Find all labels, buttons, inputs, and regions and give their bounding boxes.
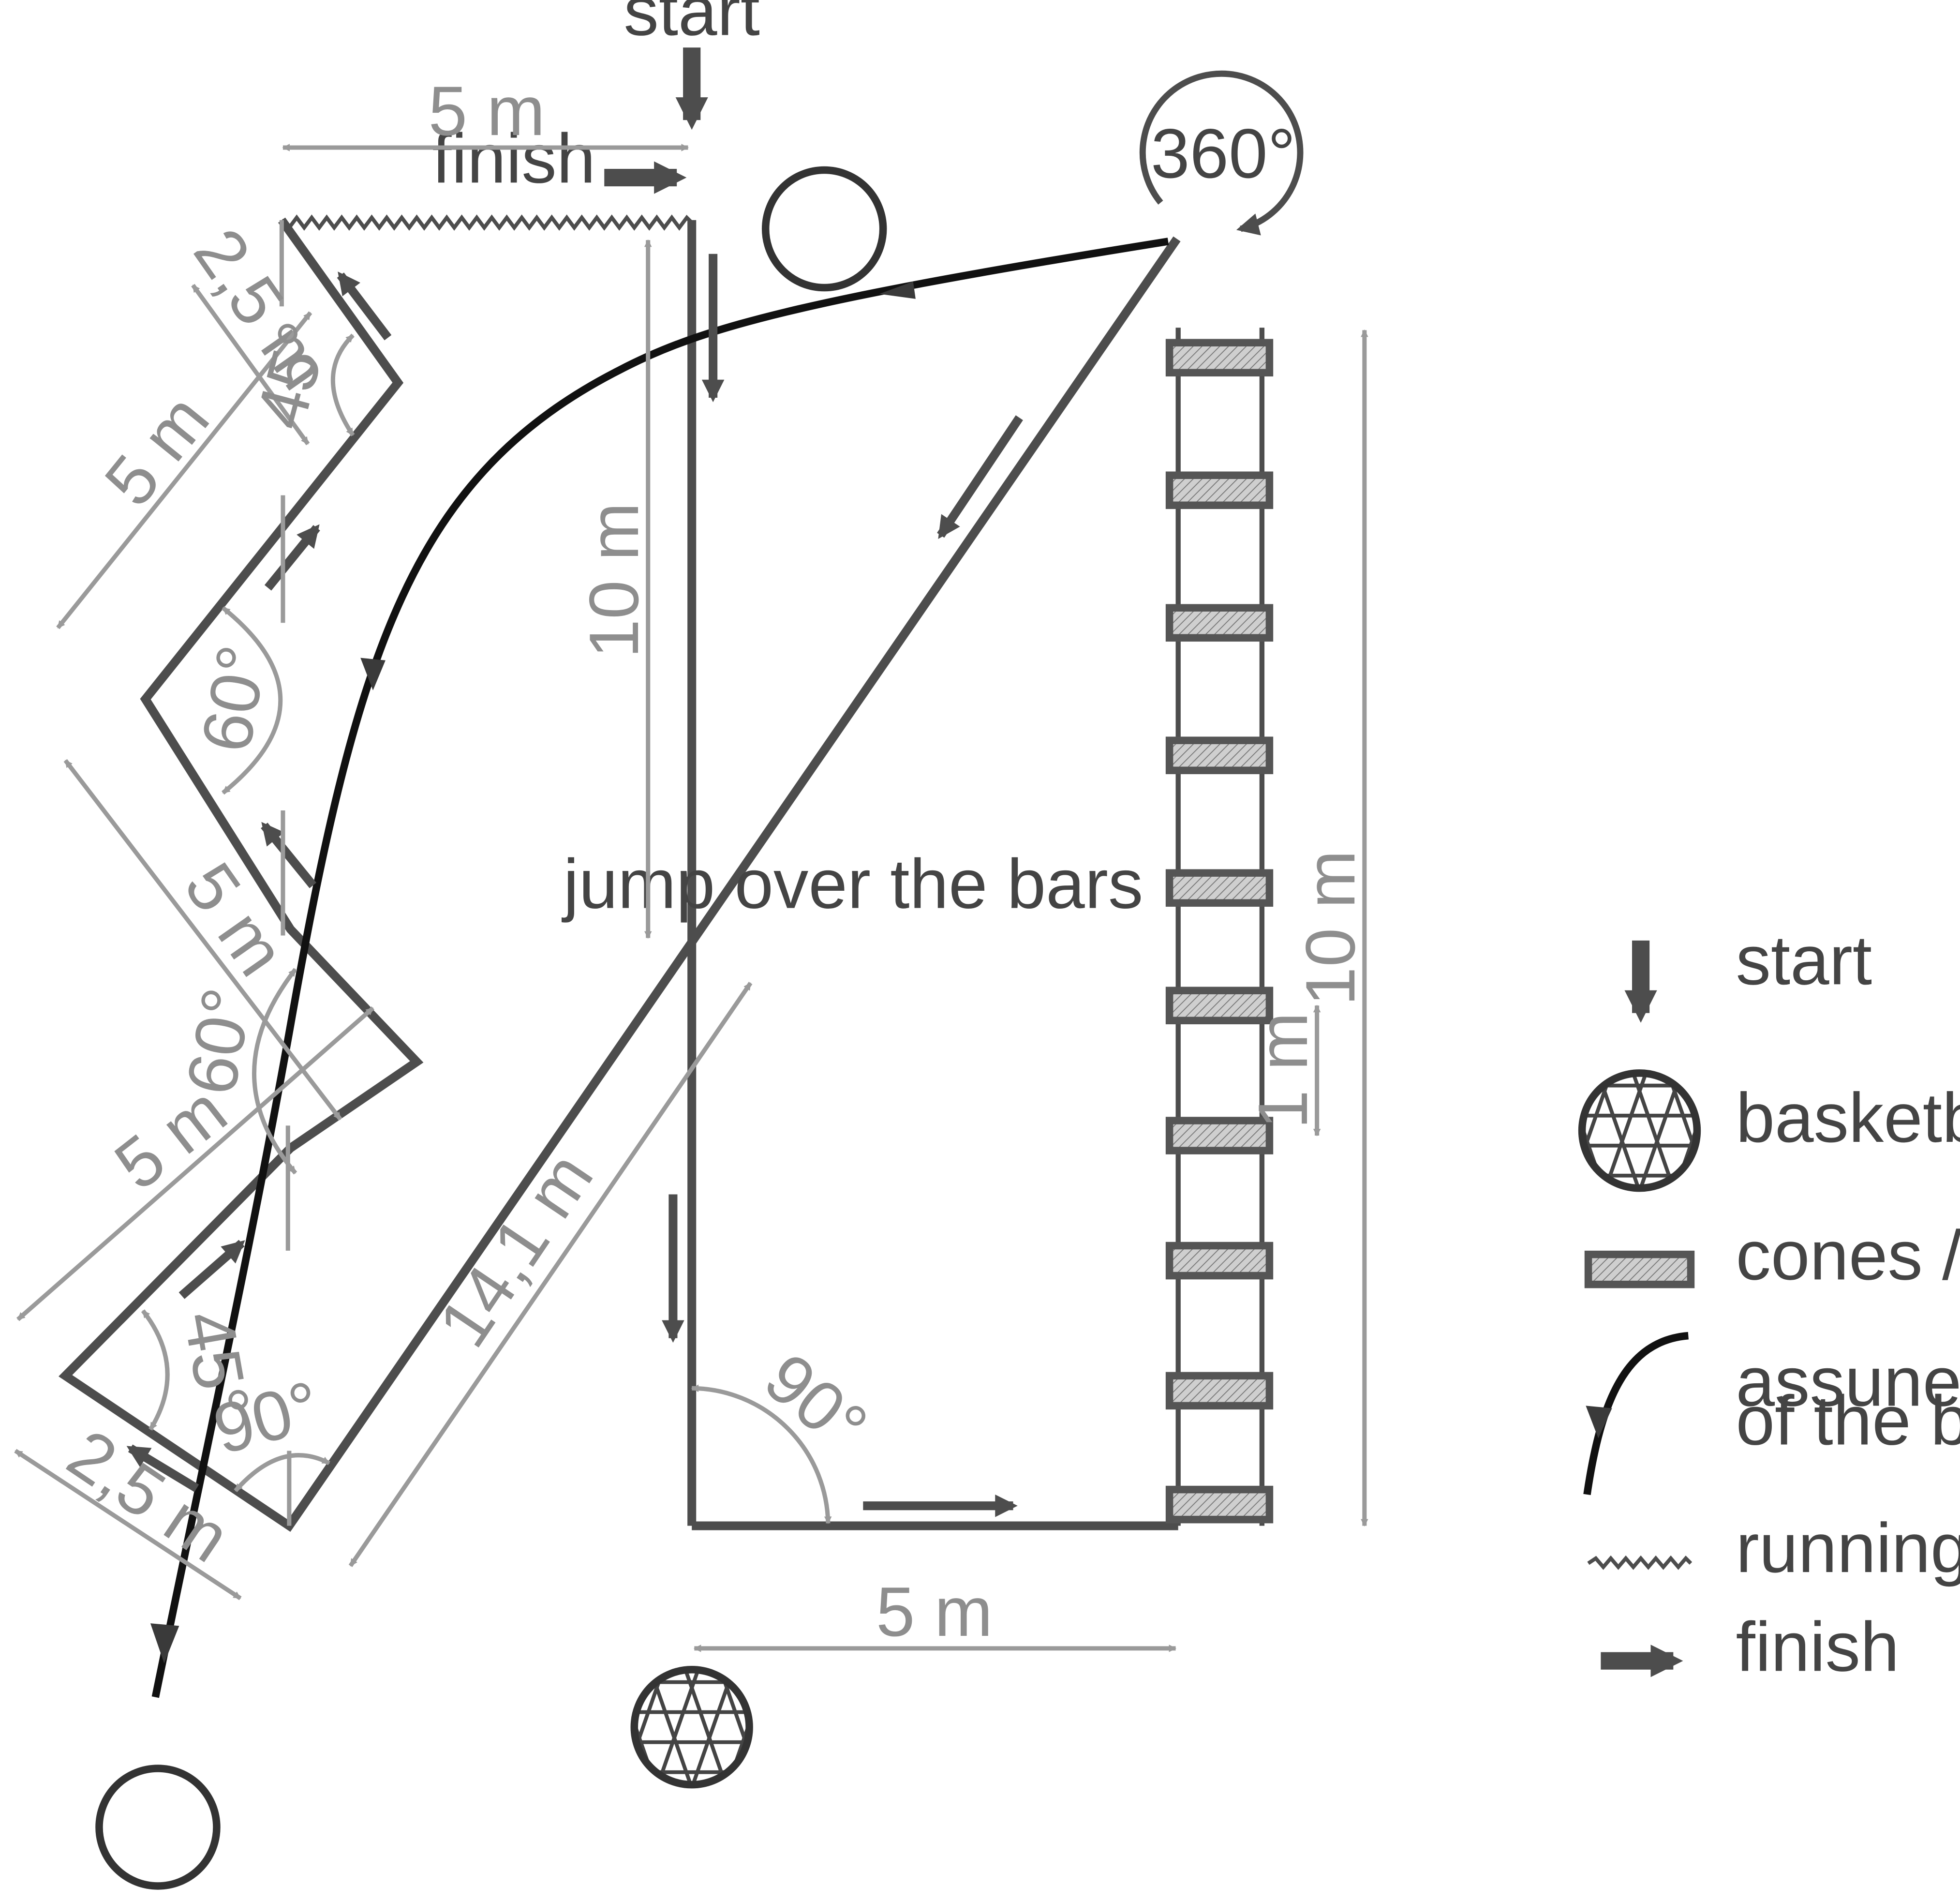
cone-bar [1165, 1242, 1274, 1280]
angle-label: 90° [750, 1338, 882, 1467]
trajectory-icon [1583, 1332, 1689, 1496]
legend-label: start [1736, 921, 1872, 999]
dimension-line [348, 982, 753, 1567]
dimension-line [14, 1449, 242, 1601]
cone-bar [1165, 1372, 1274, 1410]
cone-circle-top [761, 166, 887, 292]
angle-arc [252, 968, 297, 1175]
running-backward-zigzag [280, 214, 693, 231]
angle-label: 60° [171, 982, 267, 1100]
angle-arc [222, 606, 283, 795]
angle-arc [330, 333, 355, 437]
cone-bar [1165, 604, 1274, 642]
zigzag-icon [1587, 1555, 1693, 1570]
cone-bar [1165, 339, 1274, 377]
dimension-label: 5 m [876, 1572, 993, 1651]
dimension-label: 1 m [1244, 1012, 1322, 1129]
legend-label: running backward [1736, 1509, 1960, 1587]
cone-bar [1165, 869, 1274, 907]
angle-arc [691, 1384, 832, 1524]
angle-arc [141, 1309, 170, 1431]
trajectory-arrowhead-mid [360, 658, 386, 690]
legend-label: finish [1736, 1607, 1900, 1686]
angle-label: 45° [169, 1305, 265, 1423]
angle-arc [234, 1453, 330, 1493]
legend-label: assunes trajectory [1736, 1342, 1960, 1421]
trajectory-icon-arrowhead [1586, 1406, 1612, 1438]
cone-bar [1165, 987, 1274, 1025]
cone-bar [1165, 1485, 1274, 1524]
jump-over-bars-label: jump over the bars [562, 845, 1143, 923]
dimension-label: 5 m [429, 72, 545, 150]
cone-bar [1165, 471, 1274, 509]
basketball-icon [630, 1666, 753, 1789]
basketball-icon [1578, 1069, 1701, 1192]
legend-label: cones / bars [1736, 1216, 1960, 1294]
cone-bar-icon [1584, 1250, 1695, 1288]
rotation-label: 360° [1151, 114, 1295, 193]
legend-label: of the ball thrown [1736, 1381, 1960, 1460]
rotation-arrow [1139, 70, 1304, 236]
trajectory-arrowhead-bottom [150, 1623, 179, 1663]
dimension-line [56, 311, 312, 629]
trajectory-arrowhead-top [879, 281, 916, 299]
dimension-line [16, 1006, 375, 1321]
dimension-label: 10 m [575, 502, 653, 658]
direction-arrow [261, 822, 316, 888]
direction-arrow [937, 415, 1023, 539]
direction-arrow [337, 271, 392, 341]
cone-bar [1165, 736, 1274, 775]
angle-label: 60° [186, 640, 282, 758]
ball-trajectory [151, 238, 1169, 1698]
dimension-label: 5 m [89, 380, 224, 520]
dimension-label: 2,5 m [55, 1414, 244, 1577]
finish-label: finish [432, 119, 595, 197]
legend-label: basketball [1736, 1078, 1960, 1157]
start-label: start [624, 0, 760, 50]
dimension-label: 10 m [1291, 850, 1369, 1006]
cone-circle-bottom [95, 1765, 221, 1890]
cone-bar [1165, 1117, 1274, 1154]
legend: start basketball cones / bars assunes tr… [1578, 921, 1960, 1686]
bars-group [1165, 339, 1274, 1524]
